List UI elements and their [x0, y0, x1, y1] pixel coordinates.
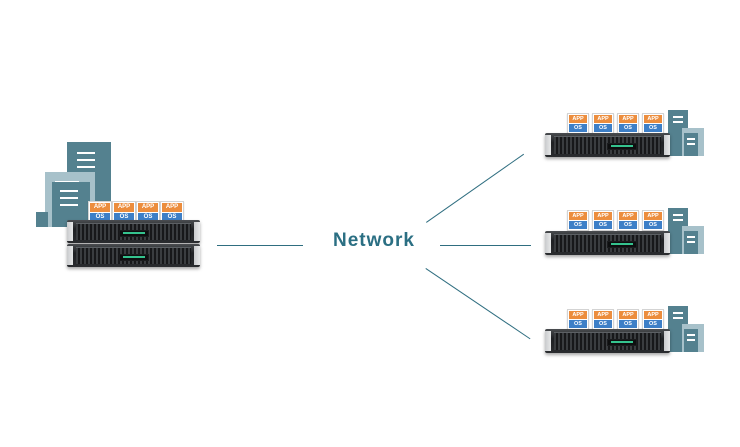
- server-rack-icon: [545, 133, 670, 157]
- link-network-to-bottom-server: [425, 268, 531, 340]
- office-building-icon: [36, 212, 48, 227]
- link-network-to-top-server: [426, 153, 525, 223]
- office-building-icon: [684, 133, 698, 156]
- server-rack-icon: [545, 231, 670, 255]
- office-building-icon: [52, 182, 90, 227]
- link-network-to-middle-server: [440, 245, 531, 246]
- office-building-icon: [684, 329, 698, 352]
- office-building-icon: [684, 231, 698, 254]
- link-source-to-network: [217, 245, 303, 246]
- network-label: Network: [333, 230, 415, 251]
- server-rack-icon: [545, 329, 670, 353]
- server-rack-icon: [67, 220, 200, 243]
- server-rack-icon: [67, 244, 200, 267]
